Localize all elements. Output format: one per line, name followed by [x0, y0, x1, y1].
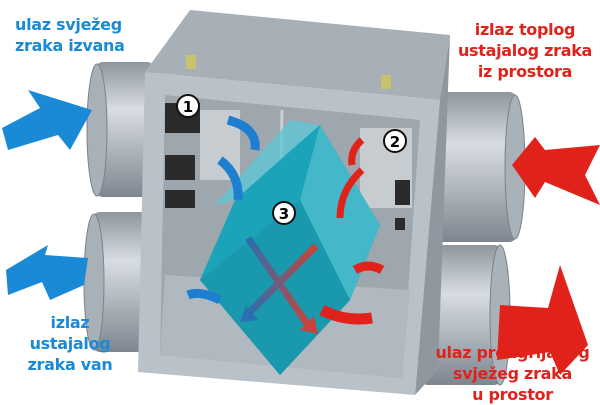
duct-left-top: [86, 62, 155, 197]
clip: [186, 55, 196, 69]
label-line: izlaz: [50, 313, 90, 332]
label-line: ustajalog: [29, 334, 111, 353]
blue-curved-arrow: [217, 156, 243, 201]
svg-text:3: 3: [279, 205, 289, 223]
label-line: zraka van: [27, 355, 113, 374]
marker-1: 1: [176, 94, 200, 118]
red-curved-arrow: [348, 137, 365, 166]
label-line: izlaz toplog: [474, 20, 576, 39]
preheated-air-in-arrow: [497, 265, 588, 375]
cold-flow-arrow: [247, 243, 319, 315]
marker-2: 2: [383, 129, 407, 153]
label-stale-air-out: izlaz ustajalog zraka van: [15, 312, 125, 375]
warm-air-from-room-arrow: [512, 137, 600, 205]
red-curved-arrow: [319, 305, 373, 325]
label-preheated-fresh-in: ulaz predgrijanog svježeg zraka u prosto…: [430, 342, 595, 405]
label-line: u prostor: [472, 385, 553, 404]
red-curved-arrow: [336, 167, 365, 219]
label-line: zraka izvana: [15, 36, 125, 55]
label-line: ulaz predgrijanog: [435, 343, 590, 362]
blue-curved-arrow: [186, 288, 223, 305]
label-fresh-air-in: ulaz svježeg zraka izvana: [15, 14, 125, 56]
blue-curved-arrow: [226, 115, 260, 151]
stale-air-out-arrow: [6, 245, 88, 300]
label-line: ulaz svježeg: [15, 15, 122, 34]
svg-text:1: 1: [183, 98, 193, 116]
duct-left-bottom: [83, 212, 154, 352]
clip: [381, 75, 391, 89]
label-line: iz prostora: [477, 62, 573, 81]
label-warm-stale-out-of-room: izlaz toplog ustajalog zraka iz prostora: [455, 19, 595, 82]
fresh-air-in-arrow: [2, 90, 92, 150]
label-line: svježeg zraka: [452, 364, 572, 383]
label-line: ustajalog zraka: [457, 41, 593, 60]
svg-text:2: 2: [390, 133, 400, 151]
red-curved-arrow: [352, 261, 385, 275]
marker-3: 3: [272, 201, 296, 225]
